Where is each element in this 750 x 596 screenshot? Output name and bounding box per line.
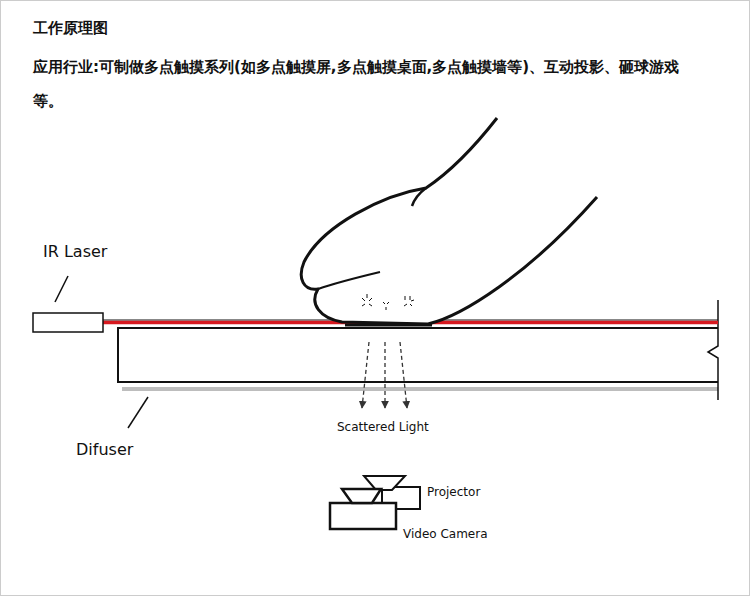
glass-plate xyxy=(118,328,718,382)
contact-patch xyxy=(345,324,432,327)
page-title: 工作原理图 xyxy=(33,19,108,38)
break-line xyxy=(708,300,718,400)
ray-label: Scattered Light xyxy=(337,420,429,434)
laser-emitter xyxy=(33,313,103,332)
scatter-sparks xyxy=(362,294,414,310)
camera-icon xyxy=(330,489,396,529)
leader-line xyxy=(128,397,148,428)
finger-crease xyxy=(412,188,426,206)
part-label: Video Camera xyxy=(403,527,488,541)
part-label: Projector xyxy=(427,485,480,499)
application-note: 应用行业:可制做多点触摸系列(如多点触摸屏,多点触摸桌面,多点触摸墙等)、互动投… xyxy=(33,50,688,118)
leader-line xyxy=(55,276,68,302)
scattered-rays xyxy=(362,342,407,408)
part-label: Difuser xyxy=(76,440,133,459)
diffuser-layer xyxy=(122,387,718,391)
finger xyxy=(301,118,597,324)
finger-nail xyxy=(318,272,380,289)
part-label: IR Laser xyxy=(43,242,107,261)
